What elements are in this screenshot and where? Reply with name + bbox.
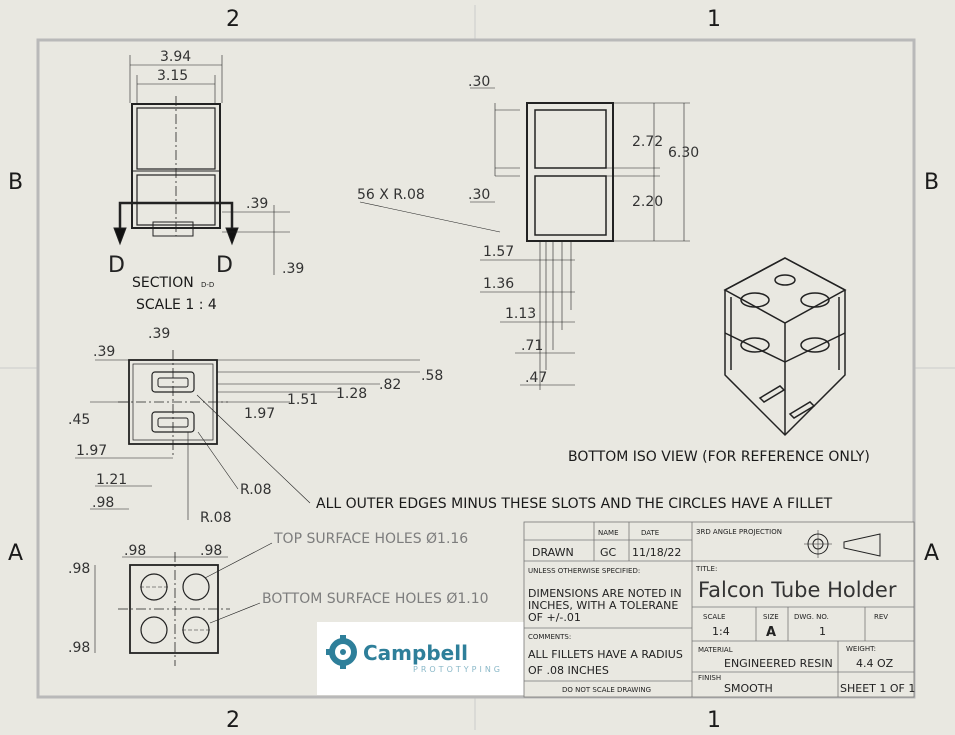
finish-label: FINISH	[698, 674, 721, 682]
logo-sub: PROTOTYPING	[413, 665, 503, 674]
gear-icon	[326, 635, 357, 669]
title-block	[523, 521, 915, 698]
dim-bottom-9: 1.28	[336, 386, 367, 402]
drawing-title: Falcon Tube Holder	[698, 578, 897, 602]
do-not-scale: DO NOT SCALE DRAWING	[562, 686, 651, 694]
section-scale: SCALE 1 : 4	[136, 297, 217, 313]
dim-overall-width: 3.94	[160, 49, 191, 65]
material-label: MATERIAL	[698, 646, 733, 654]
dim-front-total: 6.30	[668, 145, 699, 161]
zone-markers: 2 1 2 1 B A B A	[0, 5, 955, 733]
dim-bottom-6: .98	[92, 495, 114, 511]
dim-bottom-11: .58	[421, 368, 443, 384]
bottom-view	[75, 350, 420, 520]
zone-label-right-b: B	[924, 170, 939, 195]
dim-top-1: .98	[124, 543, 146, 559]
iso-view	[723, 257, 847, 437]
dim-front-h4: .71	[521, 338, 543, 354]
dim-bottom-1: .39	[148, 326, 170, 342]
top-holes-note: TOP SURFACE HOLES Ø1.16	[273, 531, 468, 547]
rev-label: REV	[874, 613, 888, 621]
dim-front-top: .30	[468, 74, 490, 90]
scale-label: SCALE	[703, 613, 725, 621]
dim-front-h2: 1.36	[483, 276, 514, 292]
dim-section-a: .39	[246, 196, 268, 212]
section-view	[113, 55, 290, 275]
hdr-date: DATE	[641, 529, 659, 537]
comments-label: COMMENTS:	[528, 633, 571, 641]
scale-value: 1:4	[712, 625, 730, 638]
dim-front-lower: 2.20	[632, 194, 663, 210]
dim-bottom-2: .39	[93, 344, 115, 360]
radius-callout-1: R.08	[240, 482, 272, 498]
dim-front-h3: 1.13	[505, 306, 536, 322]
dim-bottom-7: 1.97	[244, 406, 275, 422]
dim-top-2: .98	[200, 543, 222, 559]
title-label: TITLE:	[695, 565, 717, 573]
logo-name: Campbell	[363, 641, 468, 665]
dims-note-1: DIMENSIONS ARE NOTED IN	[528, 587, 682, 600]
dwg-label: DWG. NO.	[794, 613, 829, 621]
dim-top-4: .98	[68, 640, 90, 656]
drawn-name: GC	[600, 546, 617, 559]
fillet-callout: 56 X R.08	[357, 187, 425, 203]
front-view	[359, 87, 690, 390]
weight-value: 4.4 OZ	[856, 657, 894, 670]
sheet-number: SHEET 1 OF 1	[840, 682, 915, 695]
section-caption: SECTION	[132, 275, 194, 291]
company-logo: Campbell PROTOTYPING	[317, 622, 524, 695]
fillet-note: ALL OUTER EDGES MINUS THESE SLOTS AND TH…	[316, 496, 833, 512]
zone-label-bottom-left: 2	[226, 708, 240, 733]
dims-note-2: INCHES, WITH A TOLERANE	[528, 599, 678, 612]
size-value: A	[766, 625, 776, 640]
dim-section-b: .39	[282, 261, 304, 277]
finish-value: SMOOTH	[724, 682, 773, 695]
zone-label-right-a: A	[924, 541, 939, 566]
dim-bottom-3: .45	[68, 412, 90, 428]
zone-label-top-left: 2	[226, 7, 240, 32]
sheet-border	[36, 38, 916, 699]
dim-bottom-4: 1.97	[76, 443, 107, 459]
section-caption-sub: D-D	[201, 281, 214, 289]
drawn-date: 11/18/22	[632, 546, 681, 559]
dim-front-h5: .47	[525, 370, 547, 386]
bottom-holes-note: BOTTOM SURFACE HOLES Ø1.10	[262, 591, 489, 607]
dwg-value: 1	[819, 625, 826, 638]
comment-1: ALL FILLETS HAVE A RADIUS	[528, 648, 683, 661]
dim-front-h1: 1.57	[483, 244, 514, 260]
dim-bottom-8: 1.51	[287, 392, 318, 408]
cut-label-left: D	[108, 253, 125, 278]
weight-label: WEIGHT:	[846, 645, 876, 653]
zone-label-left-b: B	[8, 170, 23, 195]
drawn-label: DRAWN	[532, 546, 574, 559]
dim-bottom-5: 1.21	[96, 472, 127, 488]
dims-note-3: OF +/-.01	[528, 611, 581, 624]
iso-caption: BOTTOM ISO VIEW (FOR REFERENCE ONLY)	[568, 449, 870, 465]
size-label: SIZE	[763, 613, 779, 621]
zone-label-top-right: 1	[707, 7, 721, 32]
dim-top-3: .98	[68, 561, 90, 577]
unless-label: UNLESS OTHERWISE SPECIFIED:	[528, 567, 640, 575]
hdr-name: NAME	[598, 529, 619, 537]
third-angle-projection-icon	[804, 530, 881, 558]
top-view	[94, 542, 273, 666]
dim-front-upper: 2.72	[632, 134, 663, 150]
cut-label-right: D	[216, 253, 233, 278]
projection-label: 3RD ANGLE PROJECTION	[696, 528, 782, 536]
zone-label-bottom-right: 1	[707, 708, 721, 733]
material-value: ENGINEERED RESIN	[724, 657, 833, 670]
dim-front-mid: .30	[468, 187, 490, 203]
radius-callout-2: R.08	[200, 510, 232, 526]
dim-bottom-10: .82	[379, 377, 401, 393]
zone-label-left-a: A	[8, 541, 23, 566]
dim-inner-width: 3.15	[157, 68, 188, 84]
comment-2: OF .08 INCHES	[528, 664, 609, 677]
